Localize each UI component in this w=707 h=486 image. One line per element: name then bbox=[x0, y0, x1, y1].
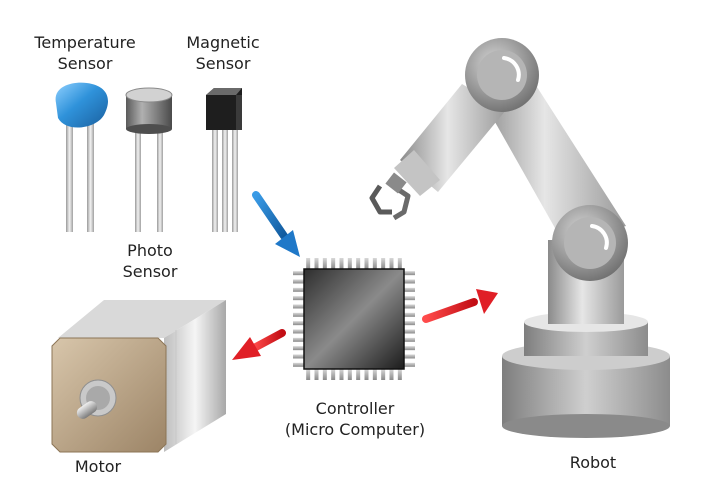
output-arrow-robot bbox=[426, 289, 498, 319]
chip-pin bbox=[340, 258, 344, 269]
magnetic-sensor-icon bbox=[206, 88, 242, 232]
photo-sensor-label-line2: Sensor bbox=[110, 261, 190, 282]
chip-pin bbox=[331, 369, 335, 380]
chip-pin bbox=[398, 369, 402, 380]
chip-pin bbox=[404, 338, 415, 342]
temperature-sensor-icon bbox=[56, 83, 108, 232]
gripper-icon bbox=[372, 173, 408, 218]
chip-pin bbox=[340, 369, 344, 380]
chip-pin bbox=[365, 258, 369, 269]
chip-pin bbox=[293, 288, 304, 292]
chip-pin bbox=[404, 288, 415, 292]
chip-pin bbox=[365, 369, 369, 380]
chip-pin bbox=[315, 369, 319, 380]
chip-pin bbox=[348, 369, 352, 380]
chip-pin bbox=[356, 369, 360, 380]
chip-pin bbox=[348, 258, 352, 269]
chip-pin bbox=[293, 355, 304, 359]
robot-arm-icon bbox=[372, 38, 670, 438]
chip-pin bbox=[404, 280, 415, 284]
chip-pin bbox=[381, 369, 385, 380]
motor-icon bbox=[52, 300, 226, 452]
magnetic-sensor-label: Magnetic Sensor bbox=[178, 32, 268, 74]
magnetic-sensor-label-line1: Magnetic bbox=[178, 32, 268, 53]
chip-pin bbox=[404, 321, 415, 325]
chip-pin bbox=[404, 355, 415, 359]
photo-sensor-label-line1: Photo bbox=[110, 240, 190, 261]
chip-pin bbox=[293, 330, 304, 334]
chip-pin bbox=[293, 305, 304, 309]
controller-label-line1: Controller bbox=[270, 398, 440, 419]
magnetic-sensor-label-line2: Sensor bbox=[178, 53, 268, 74]
chip-pin bbox=[306, 258, 310, 269]
chip-pin bbox=[404, 346, 415, 350]
chip-pin bbox=[293, 363, 304, 367]
chip-pin bbox=[323, 369, 327, 380]
controller-label-line2: (Micro Computer) bbox=[270, 419, 440, 440]
chip-pin bbox=[293, 271, 304, 275]
chip-pin bbox=[390, 369, 394, 380]
chip-pin bbox=[373, 369, 377, 380]
temperature-sensor-label: Temperature Sensor bbox=[24, 32, 146, 74]
microcontroller-chip-icon bbox=[293, 258, 415, 380]
chip-pin bbox=[293, 280, 304, 284]
chip-pin bbox=[404, 330, 415, 334]
chip-pin bbox=[390, 258, 394, 269]
chip-pin bbox=[404, 313, 415, 317]
chip-pin bbox=[293, 338, 304, 342]
chip-pin bbox=[293, 346, 304, 350]
controller-label: Controller (Micro Computer) bbox=[270, 398, 440, 440]
chip-pin bbox=[293, 313, 304, 317]
chip-pin bbox=[373, 258, 377, 269]
photo-sensor-icon bbox=[126, 88, 172, 232]
chip-pin bbox=[404, 363, 415, 367]
temperature-sensor-label-line1: Temperature bbox=[24, 32, 146, 53]
chip-pin bbox=[323, 258, 327, 269]
output-arrow-motor bbox=[232, 333, 282, 360]
chip-pin bbox=[381, 258, 385, 269]
motor-label: Motor bbox=[58, 456, 138, 477]
chip-pin bbox=[331, 258, 335, 269]
photo-sensor-label: Photo Sensor bbox=[110, 240, 190, 282]
chip-pin bbox=[306, 369, 310, 380]
chip-pin bbox=[315, 258, 319, 269]
chip-pin bbox=[404, 271, 415, 275]
input-arrow bbox=[256, 195, 300, 257]
chip-pin bbox=[293, 296, 304, 300]
chip-pin bbox=[293, 321, 304, 325]
chip-pin bbox=[398, 258, 402, 269]
temperature-sensor-label-line2: Sensor bbox=[24, 53, 146, 74]
robot-label: Robot bbox=[553, 452, 633, 473]
chip-pin bbox=[404, 296, 415, 300]
chip-pin bbox=[404, 305, 415, 309]
chip-pin bbox=[356, 258, 360, 269]
